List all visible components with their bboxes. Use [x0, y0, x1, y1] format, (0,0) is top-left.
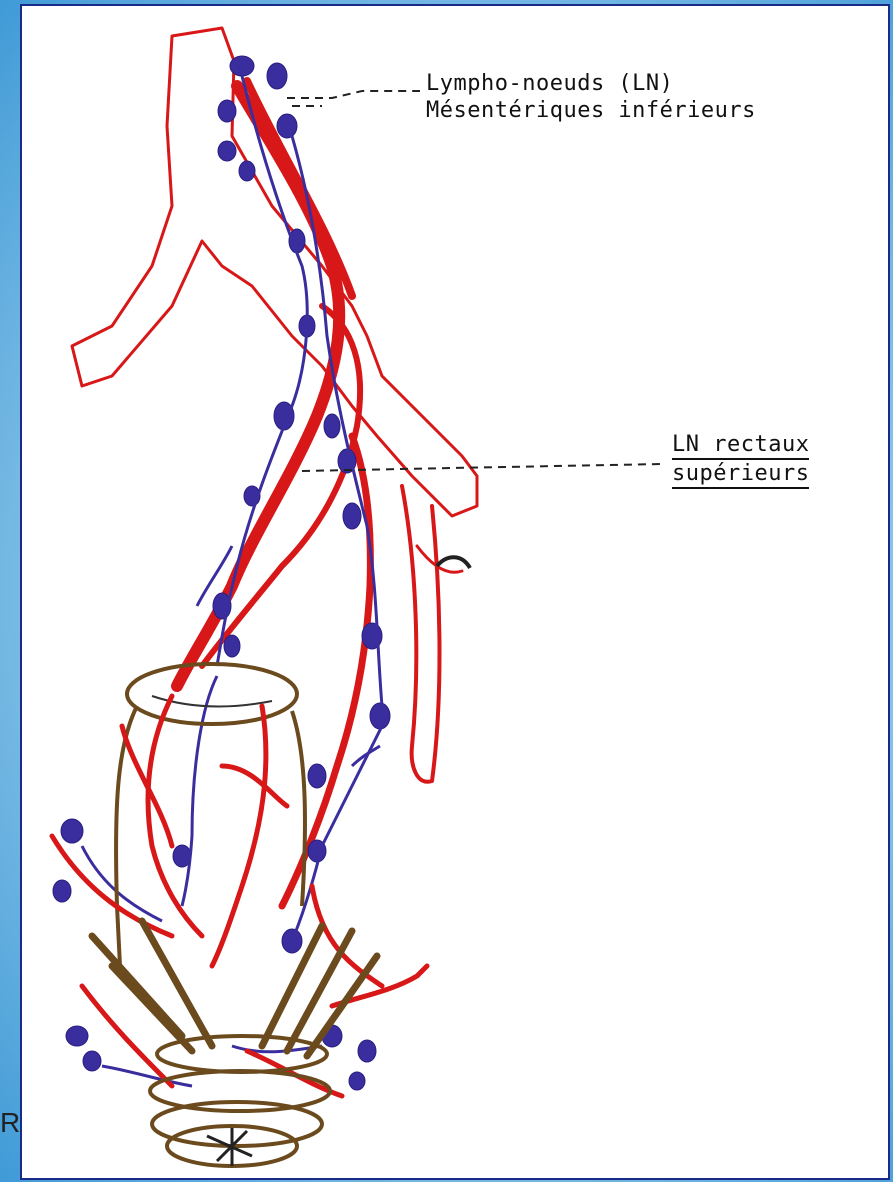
label-rectal-lymph-nodes: LN rectaux supérieurs: [672, 431, 809, 489]
anatomy-illustration: [22, 6, 888, 1178]
anal-canal: [150, 1036, 330, 1166]
anatomy-drawing-panel: Lympho-noeuds (LN) Mésentériques inférie…: [20, 4, 890, 1180]
label-rectal-line2: supérieurs: [672, 460, 809, 489]
background-text-fragment: R: [0, 1108, 20, 1138]
label-mesenteric-line2: Mésentériques inférieurs: [426, 97, 756, 124]
mesenteric-vessel: [72, 28, 477, 906]
label-mesenteric-line1: Lympho-noeuds (LN): [426, 70, 756, 97]
small-vessel-hook: [437, 557, 470, 568]
label-rectal-line1: LN rectaux: [672, 431, 809, 460]
label-mesenteric-lymph-nodes: Lympho-noeuds (LN) Mésentériques inférie…: [426, 70, 756, 124]
lymphatic-vessels: [82, 76, 382, 1086]
lymph-node-chain: [53, 56, 390, 1090]
